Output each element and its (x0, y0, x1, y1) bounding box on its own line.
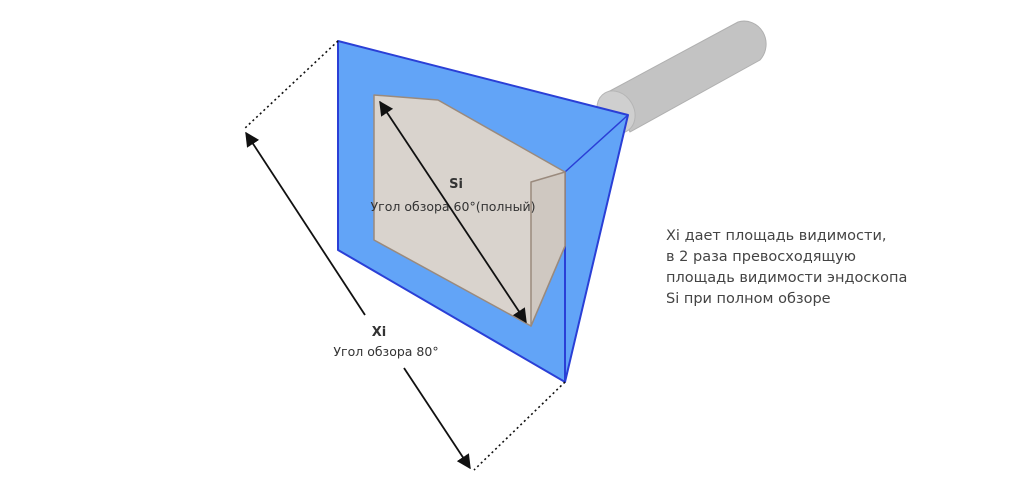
xi-arrow-lower (403, 367, 471, 470)
xi-bottom-extension (473, 381, 566, 471)
note-line: Xi дает площадь видимости, (666, 228, 887, 244)
si-angle-label: Угол обзора 60°(полный) (371, 199, 536, 214)
note-line: в 2 раза превосходящую (666, 249, 856, 265)
si-double-arrow (379, 100, 527, 324)
note-line: площадь видимости эндоскопа (666, 270, 908, 286)
comparison-note: Xi дает площадь видимости, в 2 раза прев… (666, 226, 966, 310)
xi-arrow-upper (245, 131, 366, 316)
si-name-label: Si (449, 177, 463, 192)
xi-angle-label: Угол обзора 80° (333, 344, 438, 359)
note-line: Si при полном обзоре (666, 291, 831, 307)
xi-top-extension (243, 40, 339, 130)
xi-name-label: Xi (372, 325, 386, 340)
